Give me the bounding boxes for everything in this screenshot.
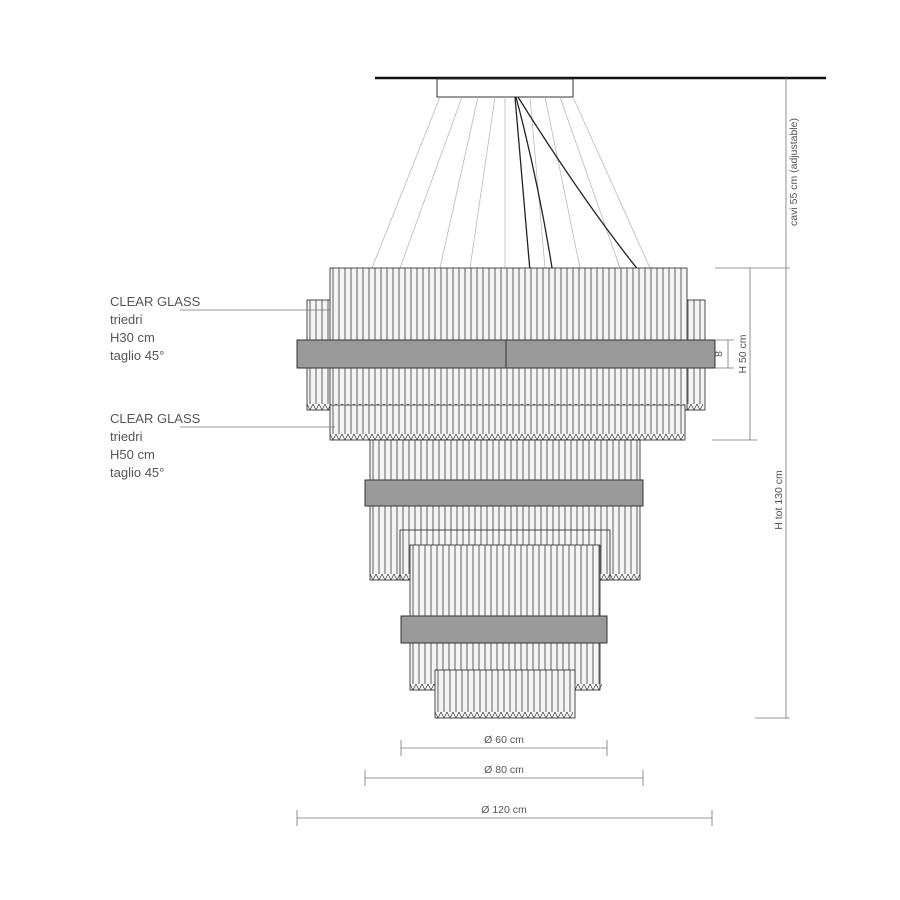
- crystal-tip: [452, 711, 460, 719]
- crystal-tip: [329, 433, 337, 441]
- crystal-tip: [335, 433, 343, 441]
- tier-height-label: H 50 cm: [737, 334, 749, 373]
- cable: [399, 96, 463, 269]
- crystal-tip: [470, 711, 478, 719]
- crystal-tip: [393, 573, 401, 581]
- crystal-tip: [554, 711, 562, 719]
- crystal-band: [329, 404, 686, 441]
- crystal-tip: [446, 711, 454, 719]
- glass-spec-lower: CLEAR GLASS triedri H50 cm taglio 45°: [110, 410, 200, 482]
- crystal-tip: [427, 683, 435, 691]
- crystal-tip: [696, 403, 704, 411]
- crystal-tip: [595, 683, 603, 691]
- crystal-tip: [488, 711, 496, 719]
- crystal-tip: [353, 433, 361, 441]
- crystal-tip: [464, 711, 472, 719]
- material-label: CLEAR GLASS: [110, 294, 201, 309]
- total-height-label: H tot 130 cm: [773, 470, 785, 530]
- cable: [572, 96, 651, 269]
- ceiling-mount: [375, 76, 826, 98]
- crystal-band: [329, 267, 688, 411]
- crystal-tip: [530, 711, 538, 719]
- cable: [559, 96, 621, 269]
- metal-rings: [296, 339, 716, 644]
- height-label: H30 cm: [110, 330, 155, 345]
- metal-ring: [364, 479, 644, 507]
- cable: [529, 96, 546, 269]
- crystal-tip: [641, 433, 649, 441]
- crystal-tip: [548, 711, 556, 719]
- crystal-tip: [659, 433, 667, 441]
- crystal-tip: [421, 683, 429, 691]
- crystal-tip: [415, 683, 423, 691]
- crystal-tip: [387, 573, 395, 581]
- crystal-tip: [359, 433, 367, 441]
- crystal-tip: [518, 711, 526, 719]
- crystal-tip: [633, 573, 641, 581]
- crystal-tip: [577, 683, 585, 691]
- crystal-tip: [609, 573, 617, 581]
- crystal-tip: [542, 711, 550, 719]
- diameter-60-label: Ø 60 cm: [484, 734, 524, 746]
- crystal-tip: [560, 711, 568, 719]
- crystal-tip: [536, 711, 544, 719]
- crystal-tip: [347, 433, 355, 441]
- crystal-tip: [506, 711, 514, 719]
- cut-label: taglio 45°: [110, 465, 165, 480]
- cable: [544, 96, 581, 269]
- crystal-tip: [653, 433, 661, 441]
- cut-label: taglio 45°: [110, 348, 165, 363]
- type-label: triedri: [110, 429, 143, 444]
- glass-spec-upper: CLEAR GLASS triedri H30 cm taglio 45°: [110, 293, 200, 365]
- crystal-tip: [690, 403, 698, 411]
- diameter-80-label: Ø 80 cm: [484, 764, 524, 776]
- crystal-tip: [434, 711, 442, 719]
- ring-height-label: 8: [713, 351, 725, 357]
- crystal-tip: [665, 433, 673, 441]
- crystal-tip: [512, 711, 520, 719]
- cables-length-label: cavi 55 cm (adjustable): [788, 118, 800, 226]
- crystal-tip: [458, 711, 466, 719]
- height-label: H50 cm: [110, 447, 155, 462]
- diameter-120-label: Ø 120 cm: [481, 804, 527, 816]
- crystal-tip: [306, 403, 314, 411]
- crystal-tip: [627, 573, 635, 581]
- type-label: triedri: [110, 312, 143, 327]
- crystal-tip: [677, 433, 685, 441]
- crystal-tip: [476, 711, 484, 719]
- crystal-tip: [615, 573, 623, 581]
- crystal-tip: [369, 573, 377, 581]
- crystal-tip: [318, 403, 326, 411]
- crystal-tip: [341, 433, 349, 441]
- crystal-tip: [500, 711, 508, 719]
- crystal-tip: [524, 711, 532, 719]
- crystal-tip: [583, 683, 591, 691]
- cable: [439, 96, 479, 269]
- crystal-tip: [482, 711, 490, 719]
- material-label: CLEAR GLASS: [110, 411, 201, 426]
- crystal-tip: [621, 573, 629, 581]
- crystal-tip: [381, 573, 389, 581]
- crystal-tip: [312, 403, 320, 411]
- crystal-tip: [603, 573, 611, 581]
- cable: [371, 96, 441, 269]
- metal-ring: [400, 615, 608, 644]
- crystal-tip: [494, 711, 502, 719]
- cable: [469, 96, 496, 269]
- crystal-tip: [440, 711, 448, 719]
- crystal-tip: [409, 683, 417, 691]
- crystal-tip: [566, 711, 574, 719]
- crystal-tip: [365, 433, 373, 441]
- crystal-tip: [647, 433, 655, 441]
- crystal-tip: [399, 573, 407, 581]
- crystal-tip: [375, 573, 383, 581]
- dimension-lines: [180, 78, 790, 826]
- crystal-tip: [589, 683, 597, 691]
- crystal-tip: [671, 433, 679, 441]
